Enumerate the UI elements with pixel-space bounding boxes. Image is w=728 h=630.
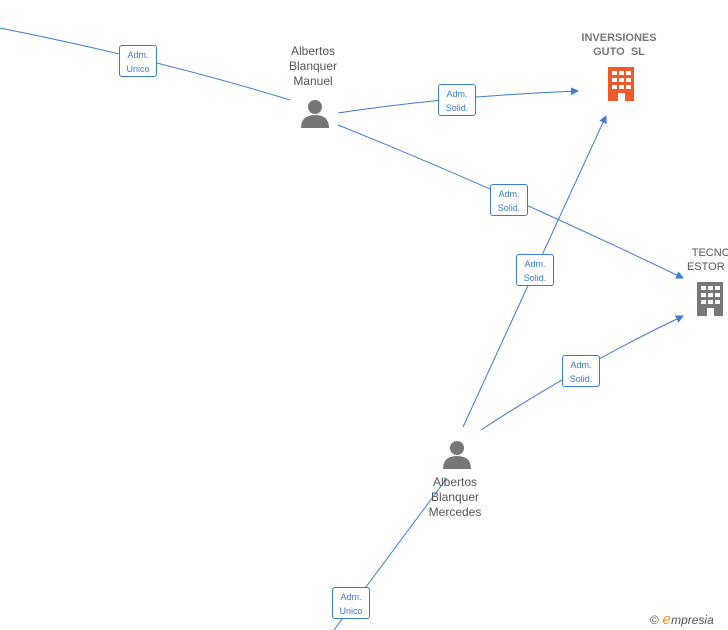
person-icon[interactable] — [442, 440, 472, 470]
brand-logo: © empresia — [650, 610, 714, 628]
edge-label[interactable]: Adm.Solid. — [562, 355, 600, 387]
edge-label[interactable]: Adm.Unico — [332, 587, 370, 619]
building-icon[interactable] — [695, 282, 725, 316]
edge-label[interactable]: Adm.Solid. — [516, 254, 554, 286]
building-icon[interactable] — [606, 67, 636, 101]
person-label-manuel[interactable]: Albertos Blanquer Manuel — [288, 44, 338, 88]
edge-label[interactable]: Adm.Unico — [119, 45, 157, 77]
company-label-inversiones[interactable]: INVERSIONES GUTO SL — [581, 32, 657, 58]
company-label-tecno[interactable]: TECNO ESTOR S — [686, 247, 728, 273]
person-label-mercedes[interactable]: Albertos Blanquer Mercedes — [428, 475, 482, 519]
edge-label[interactable]: Adm.Solid. — [490, 184, 528, 216]
person-icon[interactable] — [300, 99, 330, 129]
copyright-symbol: © — [650, 613, 659, 627]
edge-label[interactable]: Adm.Solid. — [438, 84, 476, 116]
